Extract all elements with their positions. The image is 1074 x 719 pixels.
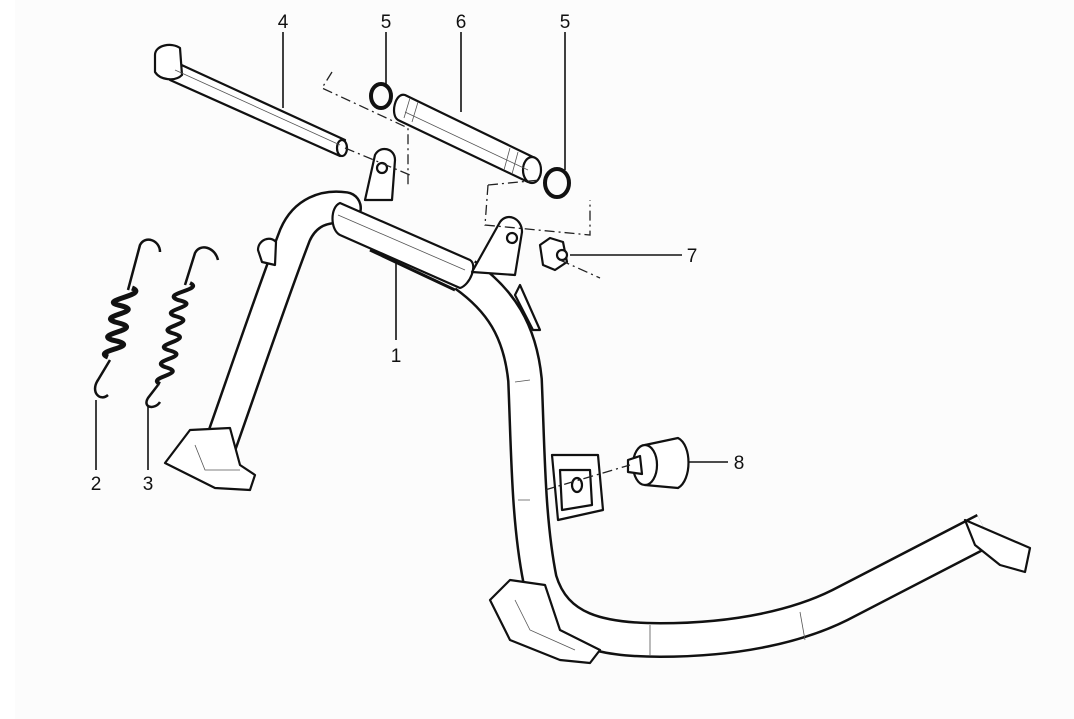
nut	[538, 236, 569, 272]
center-stand-frame	[163, 147, 1032, 665]
spring-2	[93, 238, 162, 399]
callout-3: 3	[143, 474, 154, 495]
callout-2: 2	[91, 474, 102, 495]
o-ring-left	[369, 82, 393, 110]
callout-4: 4	[278, 12, 289, 33]
callout-1: 1	[391, 346, 402, 367]
callout-8: 8	[734, 453, 745, 474]
callout-5a: 5	[381, 12, 392, 33]
spring-3	[145, 246, 220, 409]
left-margin	[0, 0, 15, 719]
callout-6: 6	[456, 12, 467, 33]
pin	[392, 93, 543, 185]
callout-5b: 5	[560, 12, 571, 33]
rubber-bumper	[626, 436, 690, 490]
o-ring-right	[543, 167, 571, 199]
bolt	[153, 43, 349, 158]
callout-7: 7	[687, 246, 698, 267]
